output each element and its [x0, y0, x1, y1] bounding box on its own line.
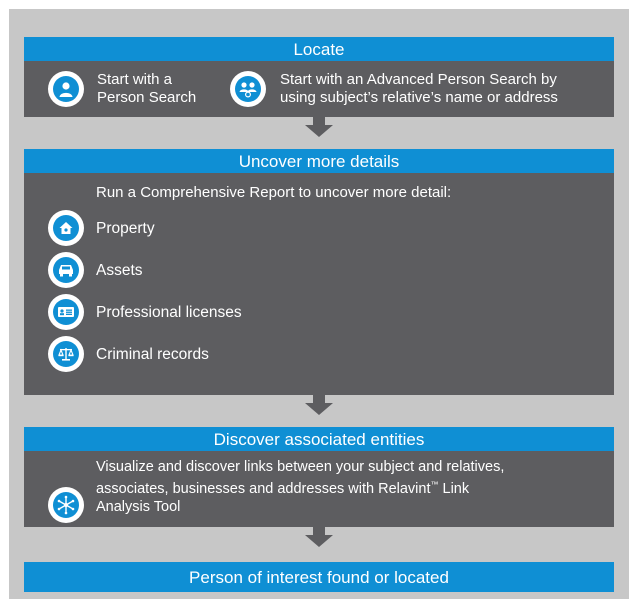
uncover-panel: Run a Comprehensive Report to uncover mo…: [24, 173, 614, 395]
discover-panel: Visualize and discover links between you…: [24, 451, 614, 527]
scales-icon: [48, 336, 84, 372]
item-label-property: Property: [96, 220, 155, 237]
item-label-professional-licenses: Professional licenses: [96, 304, 242, 321]
person-icon: [48, 71, 84, 107]
advanced-search-line1: Start with an Advanced Person Search by: [280, 71, 557, 88]
group-search-icon: [230, 71, 266, 107]
locate-title: Locate: [293, 39, 345, 59]
network-icon: [48, 487, 84, 523]
discover-banner: Discover associated entities: [24, 427, 614, 451]
discover-line2-end: Link: [438, 480, 470, 497]
item-label-criminal-records: Criminal records: [96, 346, 209, 363]
locate-panel: Start with a Person Search Start with an…: [24, 61, 614, 117]
car-icon: [48, 252, 84, 288]
trademark-symbol: ™: [430, 480, 439, 489]
item-label-assets: Assets: [96, 262, 143, 279]
result-banner: Person of interest found or located: [24, 562, 614, 592]
person-search-text: Start with a Person Search: [97, 71, 196, 107]
advanced-search-text: Start with an Advanced Person Search by …: [280, 71, 558, 107]
id-card-icon: [48, 294, 84, 330]
discover-line2: associates, businesses and addresses wit…: [96, 476, 504, 498]
person-search-line1: Start with a: [97, 71, 173, 88]
person-search-line2: Person Search: [97, 89, 197, 106]
locate-banner: Locate: [24, 37, 614, 61]
discover-line1: Visualize and discover links between you…: [96, 459, 505, 475]
house-icon: [48, 210, 84, 246]
discover-text: Visualize and discover links between you…: [96, 458, 504, 516]
discover-line3: Analysis Tool: [96, 498, 181, 515]
uncover-title: Uncover more details: [238, 151, 400, 171]
discover-title: Discover associated entities: [213, 429, 425, 449]
uncover-intro: Run a Comprehensive Report to uncover mo…: [96, 184, 452, 201]
uncover-banner: Uncover more details: [24, 149, 614, 173]
discover-line2-text: associates, businesses and addresses wit…: [96, 480, 431, 497]
advanced-search-line2: using subject’s relative’s name or addre…: [280, 89, 558, 106]
result-title: Person of interest found or located: [189, 567, 449, 587]
